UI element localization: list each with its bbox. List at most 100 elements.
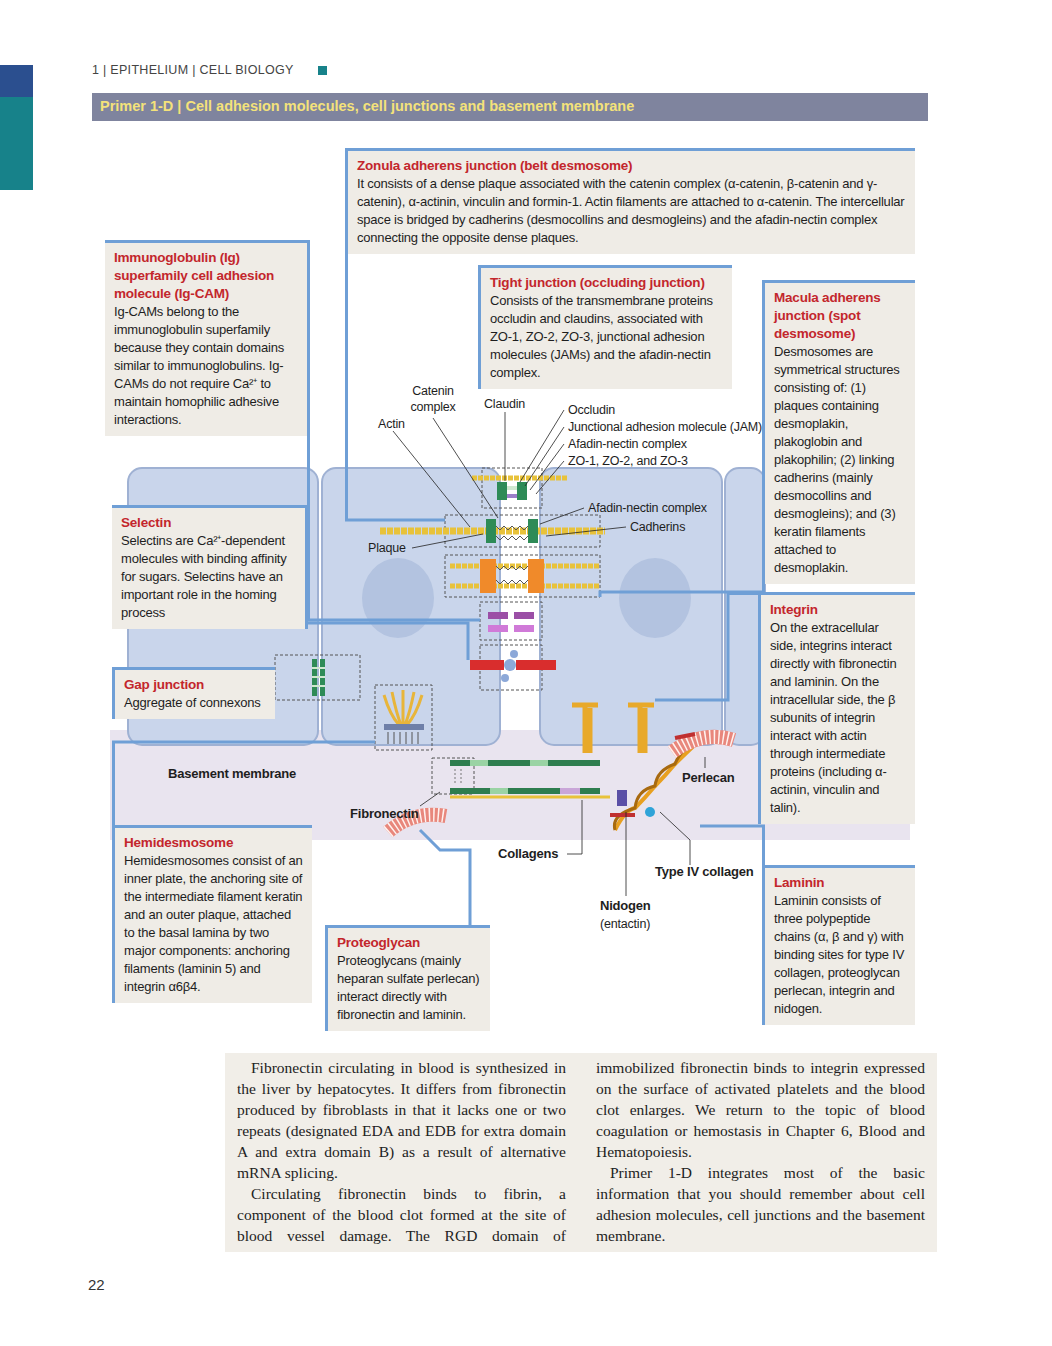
basement-membrane-molecules [450, 760, 600, 766]
leader-line [412, 534, 483, 548]
callout-body: Desmosomes are symmetrical structures co… [774, 343, 907, 577]
hemidesmosome [375, 685, 432, 750]
basement-membrane-molecules [617, 790, 627, 806]
callout-body: Selectins are Ca²⁺-dependent molecules w… [121, 532, 297, 622]
callout-heading: Zonula adherens junction (belt desmosome… [357, 157, 907, 175]
basement-membrane-molecules [672, 737, 734, 752]
callout-box: LamininLaminin consists of three polypep… [762, 865, 915, 1025]
ig-cam [514, 625, 534, 632]
callout-box: Zonula adherens junction (belt desmosome… [345, 148, 915, 254]
part-label: ZO-1, ZO-2, and ZO-3 [568, 453, 768, 469]
basement-membrane-molecules [450, 796, 610, 799]
callout-box: IntegrinOn the extracellular side, integ… [758, 592, 915, 824]
callout-line [114, 742, 376, 825]
part-label: Perlecan [682, 770, 762, 786]
part-label: Nidogen [600, 898, 680, 914]
desmosome [445, 555, 600, 597]
ig-cam [480, 602, 542, 640]
body-text: Fibronectin circulating in blood is synt… [225, 1053, 937, 1252]
part-label: Type IV collagen [655, 864, 775, 880]
title-bar: Primer 1-D | Cell adhesion molecules, ce… [92, 93, 928, 121]
title: Primer 1-D | Cell adhesion molecules, ce… [100, 98, 634, 114]
leader-line [536, 461, 564, 494]
part-label: Basement membrane [168, 766, 328, 782]
part-label: Plaque [368, 540, 418, 556]
leader-line [393, 431, 470, 527]
ig-cam [514, 612, 534, 619]
leader-line [546, 527, 626, 536]
callout-box: ProteoglycanProteoglycans (mainly hepara… [325, 925, 490, 1031]
callout-line [309, 436, 481, 620]
leader-line [567, 800, 582, 854]
zonula-adherens [528, 519, 538, 543]
ig-cam [488, 612, 508, 619]
leader-line [505, 412, 506, 481]
desmosome [445, 555, 600, 597]
part-label: Cadherins [630, 519, 720, 535]
side-tab [318, 66, 327, 75]
callout-body: It consists of a dense plaque associated… [357, 175, 907, 247]
part-label: Junctional adhesion molecule (JAM) [568, 419, 788, 435]
basement-membrane-molecules [455, 769, 461, 785]
callout-box: HemidesmosomeHemidesmosomes consist of a… [112, 825, 312, 1003]
callout-heading: Tight junction (occluding junction) [490, 274, 724, 292]
ig-cam [488, 625, 508, 632]
leader-line [520, 410, 564, 482]
tight-junction [497, 482, 507, 500]
desmosome [480, 559, 496, 593]
selectin [470, 660, 504, 670]
leader-line [393, 410, 705, 896]
callout-line [700, 826, 764, 865]
ig-cam [480, 602, 542, 640]
cells [322, 468, 500, 745]
selectin [470, 645, 556, 690]
gap-junction [275, 655, 360, 700]
callout-body: Aggregate of connexons [124, 694, 267, 712]
callout-line [600, 584, 764, 597]
callout-body: Consists of the transmembrane proteins o… [490, 292, 724, 382]
hemidesmosome [375, 685, 432, 750]
gap-junction [275, 655, 360, 700]
part-label: Fibronectin [350, 806, 450, 822]
callout-line [655, 594, 758, 701]
callout-heading: Macula adherens junction (spot desmosome… [774, 289, 907, 343]
selectin [516, 660, 556, 670]
basement-membrane-molecules [388, 705, 734, 832]
callout-body: Laminin consists of three polypeptide ch… [774, 892, 907, 1018]
part-label: Occludin [568, 402, 768, 418]
callout-heading: Immunoglobulin (Ig) superfamily cell adh… [114, 249, 299, 303]
callout-box: SelectinSelectins are Ca²⁺-dependent mol… [112, 505, 308, 629]
basement-membrane-molecules [560, 788, 580, 794]
cells [619, 558, 691, 638]
leader-line [525, 427, 564, 486]
callout-heading: Laminin [774, 874, 907, 892]
gap-junction [312, 668, 325, 686]
desmosome [528, 559, 544, 593]
page-number: 22 [88, 1276, 105, 1293]
basement-membrane-molecules [672, 737, 734, 752]
paragraph: Fibronectin circulating in blood is synt… [237, 1057, 566, 1183]
part-label: Claudin [484, 396, 544, 412]
zonula-adherens [486, 519, 496, 543]
selectin [504, 659, 516, 671]
callout-heading: Selectin [121, 514, 297, 532]
zonula-adherens [496, 526, 528, 540]
hemidesmosome [384, 724, 424, 730]
callout-body: Proteoglycans (mainly heparan sulfate pe… [337, 952, 482, 1024]
callout-line [308, 623, 468, 660]
part-label: Afadin-nectin complex [588, 500, 748, 516]
callout-body: Hemidesmosomes consist of an inner plate… [124, 852, 304, 996]
paragraph: Primer 1-D integrates most of the basic … [596, 1162, 925, 1246]
leader-line [433, 418, 498, 518]
callout-heading: Gap junction [124, 676, 267, 694]
callout-box: Tight junction (occluding junction)Consi… [478, 265, 732, 389]
part-label: Actin [378, 416, 418, 432]
part-label: Afadin-nectin complex [568, 436, 768, 452]
cells [362, 558, 434, 638]
desmosome [496, 566, 528, 584]
part-label: Collagens [498, 846, 578, 862]
part-label: Catenin complex [398, 383, 468, 415]
leader-line [540, 508, 584, 524]
part-label: (entactin) [600, 916, 680, 932]
